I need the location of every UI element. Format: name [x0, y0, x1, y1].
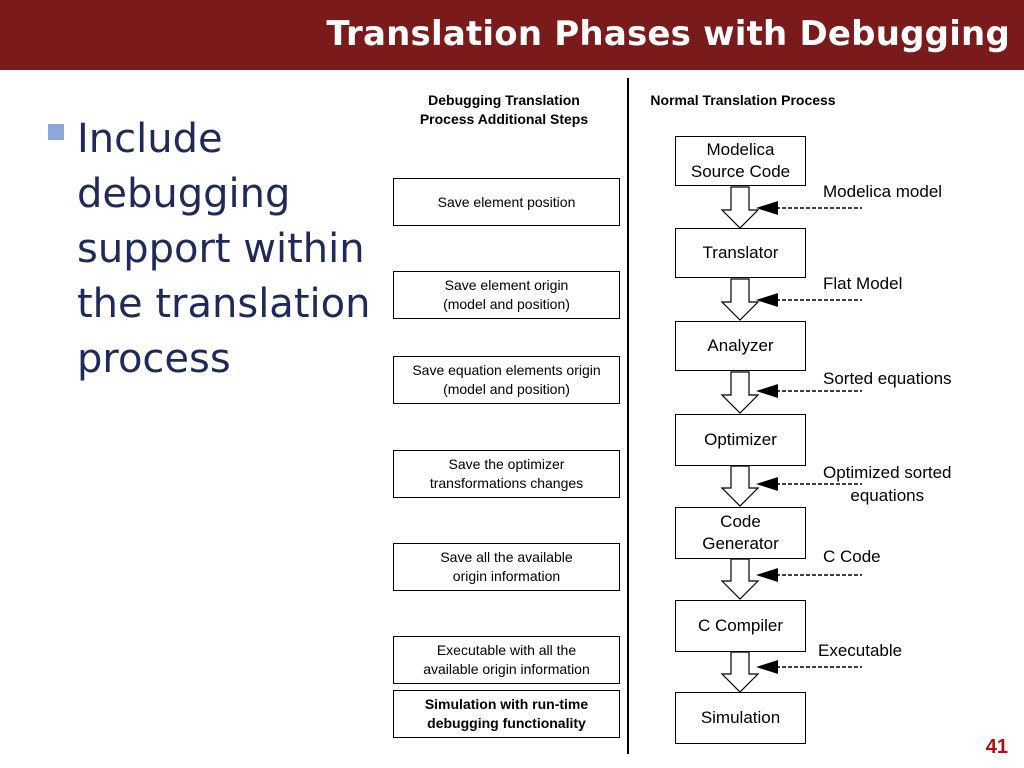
debug-column-header: Debugging Translation Process Additional… [419, 92, 589, 127]
down-arrow-1 [720, 186, 760, 229]
slide-title: Translation Phases with Debugging [326, 14, 1010, 54]
normal-step-analyzer: Analyzer [675, 321, 806, 371]
normal-step-code-generator: Code Generator [675, 507, 806, 559]
down-arrow-3 [720, 371, 760, 414]
bullet-text: Include debugging support within the tra… [77, 116, 371, 382]
label-executable: Executable [818, 641, 903, 660]
debug-step-7: Simulation with run-time debugging funct… [393, 690, 620, 738]
normal-step-c-compiler: C Compiler [675, 600, 806, 652]
column-divider [627, 78, 629, 754]
normal-column-header: Normal Translation Process [650, 92, 836, 108]
down-arrow-5 [720, 558, 760, 600]
down-arrow-4 [720, 465, 760, 507]
debug-step-6: Executable with all the available origin… [393, 636, 620, 684]
down-arrow-2 [720, 278, 760, 321]
label-flat-model: Flat Model [823, 274, 903, 293]
normal-step-simulation: Simulation [675, 692, 806, 744]
normal-step-source-code: Modelica Source Code [675, 136, 806, 186]
title-bar: Translation Phases with Debugging [0, 0, 1024, 70]
label-optimized-sorted-equations: Optimized sorted equations [823, 463, 952, 505]
page-number: 41 [985, 736, 1008, 758]
bullet-marker [48, 124, 64, 140]
debug-step-5: Save all the available origin informatio… [393, 543, 620, 591]
debug-step-2: Save element origin (model and position) [393, 271, 620, 319]
down-arrow-6 [720, 651, 760, 693]
label-sorted-equations: Sorted equations [823, 369, 952, 388]
normal-step-optimizer: Optimizer [675, 414, 806, 466]
label-modelica-model: Modelica model [823, 182, 943, 201]
label-c-code: C Code [823, 547, 881, 566]
debug-step-1: Save element position [393, 178, 620, 226]
normal-step-translator: Translator [675, 228, 806, 278]
debug-step-4: Save the optimizer transformations chang… [393, 450, 620, 498]
debug-step-3: Save equation elements origin (model and… [393, 356, 620, 404]
